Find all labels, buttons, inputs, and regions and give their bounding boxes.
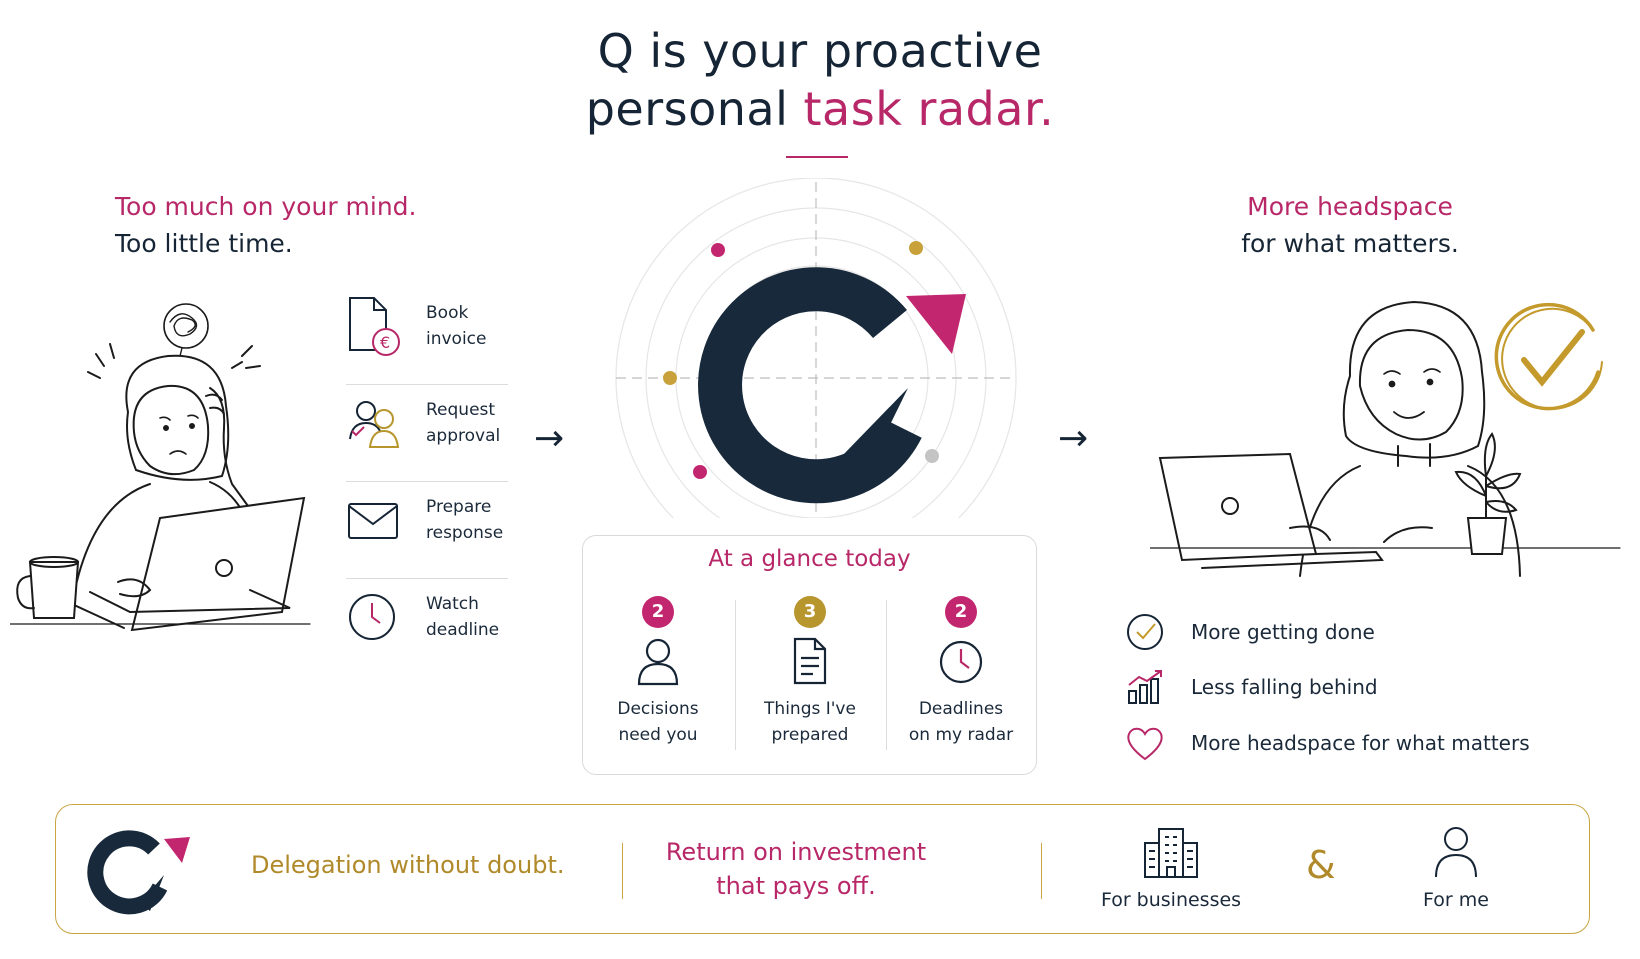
q-logo-icon	[698, 267, 966, 504]
right-heading-dark: for what matters.	[1241, 229, 1459, 258]
left-heading-dark: Too little time.	[115, 229, 293, 258]
divider	[886, 600, 887, 750]
glance-label: Decisions need you	[583, 696, 733, 748]
person-icon	[637, 638, 679, 686]
arrow-right-icon: →	[534, 418, 565, 459]
audience-me-label: For me	[1423, 889, 1489, 911]
benefit-item: More getting done	[1125, 612, 1605, 656]
roi-statement: Return on investment that pays off.	[646, 835, 946, 903]
headline-line-1: Q is your proactive	[597, 24, 1043, 78]
buildings-icon	[1144, 828, 1198, 878]
radar-dot	[909, 241, 923, 255]
divider	[622, 843, 623, 899]
document-icon	[793, 637, 827, 685]
roi-line1: Return on investment	[665, 838, 927, 866]
count-badge: 2	[945, 596, 977, 628]
glance-item-prepared: 3 Things I've prepared	[735, 596, 885, 746]
arrow-right-icon: →	[1058, 418, 1089, 459]
count-badge: 2	[642, 596, 674, 628]
glance-label-line2: need you	[618, 725, 698, 745]
stressed-woman-illustration	[10, 303, 311, 632]
check-circle-icon	[1127, 614, 1163, 650]
task-item-watch-deadline: Watch deadline	[346, 579, 508, 676]
task-label: Watch deadline	[426, 594, 500, 640]
headline-plain: personal	[585, 82, 804, 136]
glance-label-line2: prepared	[771, 725, 849, 745]
glance-label: Deadlines on my radar	[886, 696, 1036, 748]
radar-dot	[693, 465, 707, 479]
footer-bar: Delegation without doubt. Return on inve…	[55, 804, 1590, 934]
roi-line2: that pays off.	[716, 872, 876, 900]
left-heading: Too much on your mind. Too little time.	[115, 188, 417, 262]
radar-dot	[663, 371, 677, 385]
envelope-icon	[348, 503, 398, 539]
invoice-euro-icon: €	[349, 297, 400, 356]
gold-check-icon	[1494, 302, 1603, 411]
task-item-prepare-response: Prepare response	[346, 482, 508, 579]
happy-woman-illustration	[1150, 300, 1621, 577]
headline-accent: task radar.	[803, 82, 1055, 136]
q-logo-icon	[87, 830, 190, 915]
task-item-book-invoice: € Book invoice	[346, 288, 508, 385]
growth-chart-icon	[1128, 670, 1162, 704]
glance-card: At a glance today 2 Decisions need you 3…	[582, 535, 1037, 775]
people-approval-icon	[349, 401, 400, 448]
benefit-item: More headspace for what matters	[1125, 723, 1605, 767]
task-label: Prepare response	[426, 497, 504, 543]
radar-dot	[925, 449, 939, 463]
benefit-label: More getting done	[1191, 620, 1375, 644]
audience-business-label: For businesses	[1100, 889, 1242, 911]
glance-label-line1: Decisions	[617, 699, 699, 719]
glance-title: At a glance today	[708, 546, 911, 572]
radar-dot	[711, 243, 725, 257]
headline-line-2: personal task radar.	[0, 80, 1640, 138]
glance-item-deadlines: 2 Deadlines on my radar	[886, 596, 1036, 746]
benefit-label: Less falling behind	[1191, 675, 1378, 699]
glance-label-line1: Things I've	[764, 699, 856, 719]
svg-text:€: €	[380, 333, 390, 352]
glance-label-line2: on my radar	[908, 725, 1014, 745]
ampersand: &	[1306, 843, 1336, 887]
divider	[1041, 843, 1042, 899]
heart-icon	[1127, 727, 1163, 761]
task-label: Book invoice	[426, 303, 487, 349]
headline: Q is your proactive personal task radar.	[0, 22, 1640, 138]
audience-me[interactable]: For me	[1401, 825, 1511, 911]
potted-plant-icon	[1454, 432, 1522, 555]
right-heading: More headspace for what matters.	[1190, 188, 1510, 262]
count-badge: 3	[794, 596, 826, 628]
glance-item-decisions: 2 Decisions need you	[583, 596, 733, 746]
left-heading-pink: Too much on your mind.	[115, 192, 417, 221]
tagline: Delegation without doubt.	[251, 851, 565, 879]
benefit-label: More headspace for what matters	[1191, 731, 1530, 755]
task-list: € Book invoice Request approval Prepare …	[346, 288, 508, 676]
clock-icon	[349, 594, 395, 640]
person-icon	[1435, 827, 1477, 878]
glance-label: Things I've prepared	[735, 696, 885, 748]
headline-divider	[786, 156, 848, 158]
task-item-request-approval: Request approval	[346, 385, 508, 482]
clock-icon	[939, 640, 983, 684]
radar-graphic	[615, 178, 1017, 518]
glance-label-line1: Deadlines	[918, 699, 1004, 719]
right-heading-pink: More headspace	[1247, 192, 1453, 221]
benefit-item: Less falling behind	[1125, 667, 1605, 711]
task-label: Request approval	[426, 400, 501, 446]
audience-business[interactable]: For businesses	[1096, 825, 1246, 911]
divider	[735, 600, 736, 750]
